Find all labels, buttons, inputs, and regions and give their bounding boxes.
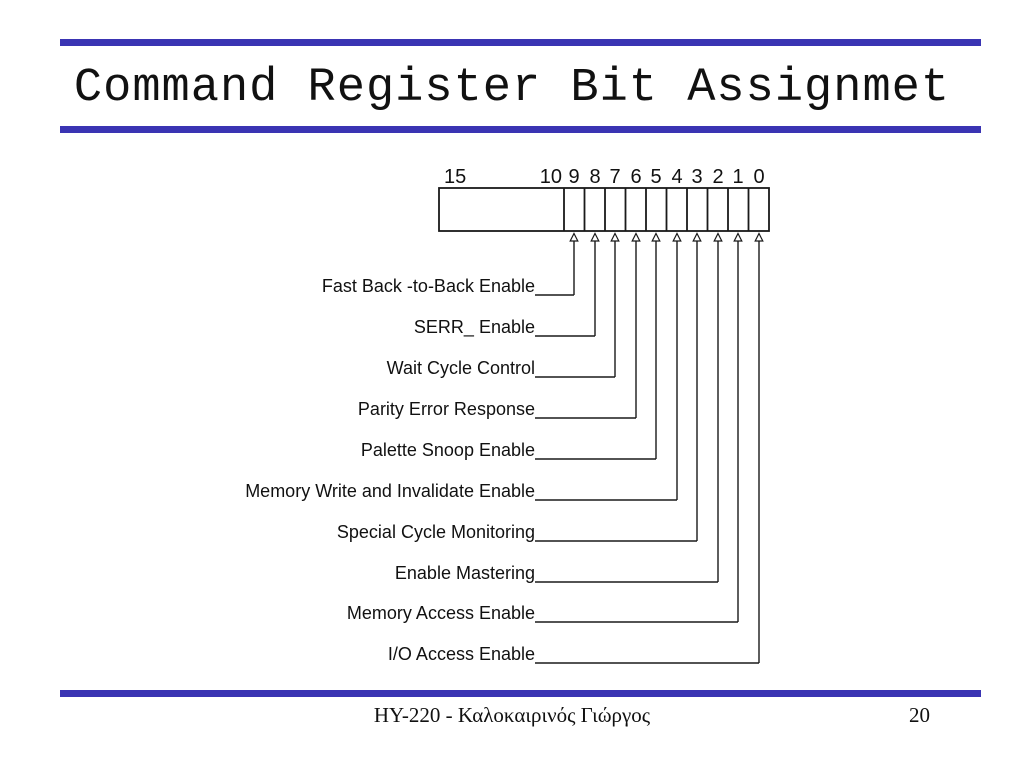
bit7-number: 7 <box>609 166 620 188</box>
bit7-arrowhead-icon <box>610 232 620 242</box>
bit5-field-label: Palette Snoop Enable <box>361 440 535 460</box>
bit10-number: 10 <box>540 166 562 188</box>
bit5-arrowhead-icon <box>651 232 661 242</box>
bit3-field-label: Special Cycle Monitoring <box>337 522 535 542</box>
bit6-number: 6 <box>630 166 641 188</box>
title-top-rule <box>60 39 981 46</box>
bit5-number: 5 <box>650 166 661 188</box>
slide-title: Command Register Bit Assignmet <box>73 62 951 115</box>
footer-course-text: HY-220 - Καλοκαιρινός Γιώργος <box>373 703 651 727</box>
bit15-number: 15 <box>444 166 466 188</box>
bit0-arrowhead-icon <box>754 232 764 242</box>
bit6-field-label: Parity Error Response <box>358 399 535 419</box>
bit8-number: 8 <box>589 166 600 188</box>
bit8-arrowhead-icon <box>590 232 600 242</box>
bit4-arrowhead-icon <box>672 232 682 242</box>
bit3-number: 3 <box>691 166 702 188</box>
bit1-field-label: Memory Access Enable <box>347 603 535 623</box>
bit1-arrowhead-icon <box>733 232 743 242</box>
bit9-field-label: Fast Back -to-Back Enable <box>322 276 535 296</box>
bit2-arrowhead-icon <box>713 232 723 242</box>
bit9-number: 9 <box>568 166 579 188</box>
title-bottom-rule <box>60 126 981 133</box>
bit2-number: 2 <box>712 166 723 188</box>
bit9-arrowhead-icon <box>569 232 579 242</box>
register-box <box>438 187 770 232</box>
bit2-field-label: Enable Mastering <box>395 563 535 583</box>
bit8-field-label: SERR_ Enable <box>414 317 535 338</box>
bit4-field-label: Memory Write and Invalidate Enable <box>245 481 535 501</box>
bit0-field-label: I/O Access Enable <box>388 644 535 664</box>
footer-rule <box>60 690 981 697</box>
footer-page-number: 20 <box>909 703 930 727</box>
bit7-field-label: Wait Cycle Control <box>387 358 535 378</box>
bit4-number: 4 <box>671 166 682 188</box>
bit1-number: 1 <box>732 166 743 188</box>
bit3-arrowhead-icon <box>692 232 702 242</box>
bit0-number: 0 <box>753 166 764 188</box>
bit6-arrowhead-icon <box>631 232 641 242</box>
